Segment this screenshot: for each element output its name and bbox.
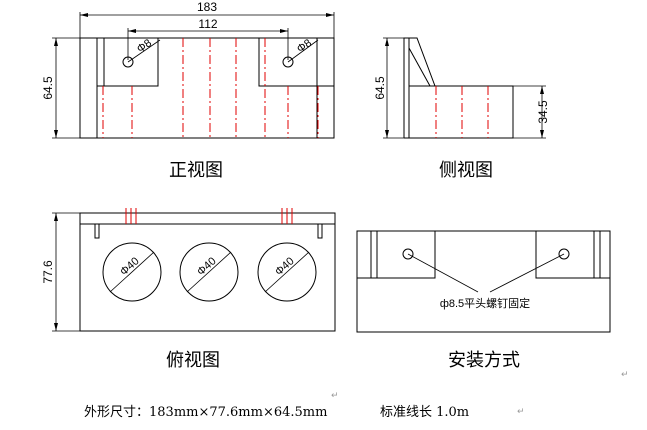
top-view: 77.6 Φ40 Φ40 Φ40 俯视图 [41, 208, 336, 371]
side-view-title: 侧视图 [439, 160, 493, 181]
circle-2-label: Φ40 [195, 255, 219, 278]
side-dim-step-34-5: 34.5 [536, 100, 550, 124]
paragraph-mark-1: ↵ [331, 391, 339, 401]
hole-left-label: Φ8 [135, 37, 154, 55]
hole-right-label: Φ8 [295, 37, 314, 55]
mounting-note: ф8.5平头螺钉固定 [440, 296, 530, 310]
dim-width-183: 183 [197, 0, 217, 14]
side-view: 64.5 34.5 侧视图 [373, 37, 550, 181]
top-view-title: 俯视图 [166, 350, 220, 371]
side-dim-height-64-5: 64.5 [373, 76, 387, 100]
footer-size-text: 外形尺寸：183mm×77.6mm×64.5mm [84, 405, 327, 420]
mounting-view: ф8.5平头螺钉固定 安装方式 [356, 230, 611, 371]
paragraph-mark-2: ↵ [621, 370, 629, 380]
circle-3-label: Φ40 [273, 255, 297, 278]
footer-cable-text: 标准线长 1.0m [380, 405, 469, 420]
dim-height-64-5: 64.5 [41, 76, 55, 100]
front-view: 183 112 64.5 Φ8 Φ8 [41, 0, 335, 181]
circle-1-label: Φ40 [118, 255, 142, 278]
dim-hole-spacing-112: 112 [198, 17, 217, 31]
front-view-title: 正视图 [169, 160, 223, 181]
dim-depth-77-6: 77.6 [41, 260, 55, 284]
mounting-view-title: 安装方式 [448, 350, 520, 371]
paragraph-mark-3: ↵ [517, 407, 525, 417]
